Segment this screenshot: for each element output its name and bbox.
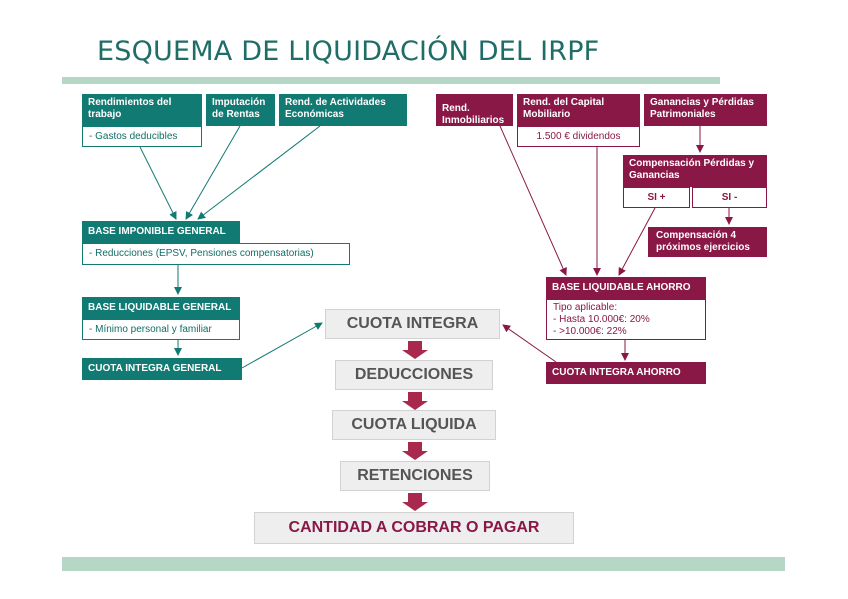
title-underline-band xyxy=(62,77,720,84)
compensacion-box: Compensación Pérdidas y Ganancias xyxy=(623,155,767,187)
arrow-siplus-to-ahorro xyxy=(618,207,656,276)
arrow-trabajo-to-base xyxy=(139,146,177,220)
arrow-cuota-ahorro-to-integra xyxy=(502,324,557,363)
rend-capital-mobiliario-box: Rend. del Capital Mobiliario xyxy=(517,94,640,126)
gastos-deducibles-box: - Gastos deducibles xyxy=(82,126,202,147)
ganancias-perdidas-box: Ganancias y Pérdidas Patrimoniales xyxy=(644,94,767,126)
down-arrow-2 xyxy=(402,392,428,410)
base-liquidable-general-box: BASE LIQUIDABLE GENERAL xyxy=(82,297,240,319)
arrow-imputacion-to-base xyxy=(185,125,241,220)
base-imponible-general-box: BASE IMPONIBLE GENERAL xyxy=(82,221,240,243)
down-arrow-1 xyxy=(402,341,428,359)
deducciones-box: DEDUCCIONES xyxy=(335,360,493,390)
cuota-integra-ahorro-box: CUOTA INTEGRA AHORRO xyxy=(546,362,706,384)
arrow-cuota-general-to-integra xyxy=(241,322,323,369)
si-minus-box: SI - xyxy=(692,187,767,208)
arrow-actividades-to-base xyxy=(197,125,321,220)
cuota-liquida-box: CUOTA LIQUIDA xyxy=(332,410,496,440)
retenciones-box: RETENCIONES xyxy=(340,461,490,491)
minimo-personal-box: - Mínimo personal y familiar xyxy=(82,319,240,340)
rendimientos-trabajo-box: Rendimientos del trabajo xyxy=(82,94,202,126)
down-arrow-3 xyxy=(402,442,428,460)
page-title: ESQUEMA DE LIQUIDACIÓN DEL IRPF xyxy=(97,36,600,67)
compensacion-4-box: Compensación 4 próximos ejercicios xyxy=(648,227,767,257)
si-plus-box: SI + xyxy=(623,187,690,208)
cuota-integra-box: CUOTA INTEGRA xyxy=(325,309,500,339)
rend-inmobiliarios-box: Rend. Inmobiliarios xyxy=(436,94,513,126)
base-liquidable-ahorro-box: BASE LIQUIDABLE AHORRO xyxy=(546,277,706,299)
dividendos-box: 1.500 € dividendos xyxy=(517,126,640,147)
imputacion-rentas-box: Imputación de Rentas xyxy=(206,94,275,126)
cantidad-cobrar-pagar-box: CANTIDAD A COBRAR O PAGAR xyxy=(254,512,574,544)
center-down-arrows xyxy=(402,341,428,511)
footer-band xyxy=(62,557,785,571)
tipo-aplicable-box: Tipo aplicable: - Hasta 10.000€: 20% - >… xyxy=(546,299,706,340)
actividades-economicas-box: Rend. de Actividades Económicas xyxy=(279,94,407,126)
down-arrow-4 xyxy=(402,493,428,511)
arrow-inmobiliarios-to-ahorro xyxy=(499,125,567,276)
reducciones-box: - Reducciones (EPSV, Pensiones compensat… xyxy=(82,243,350,265)
cuota-integra-general-box: CUOTA INTEGRA GENERAL xyxy=(82,358,242,380)
